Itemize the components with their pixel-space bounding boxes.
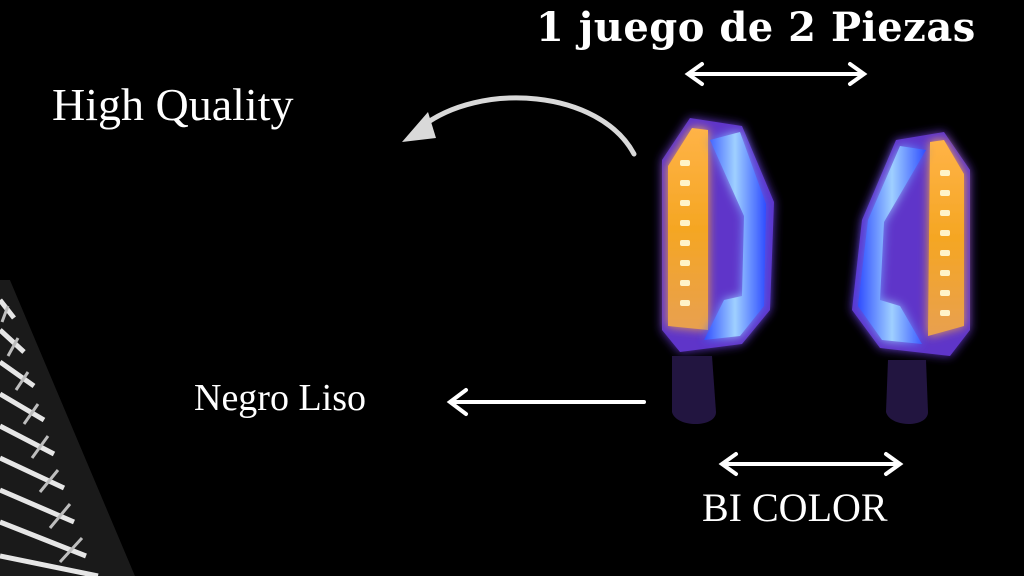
turn-signal-left bbox=[662, 118, 774, 424]
color-label: BI COLOR bbox=[702, 485, 888, 530]
double-arrow-icon bbox=[684, 62, 868, 86]
double-arrow-icon bbox=[718, 452, 904, 476]
turn-signal-right bbox=[852, 132, 970, 424]
quality-label: High Quality bbox=[52, 79, 294, 130]
left-arrow-icon bbox=[446, 388, 646, 416]
finish-label: Negro Liso bbox=[194, 377, 367, 419]
product-count-heading: 1 juego de 2 Piezas bbox=[536, 4, 976, 51]
curved-arrow-icon bbox=[402, 95, 637, 157]
